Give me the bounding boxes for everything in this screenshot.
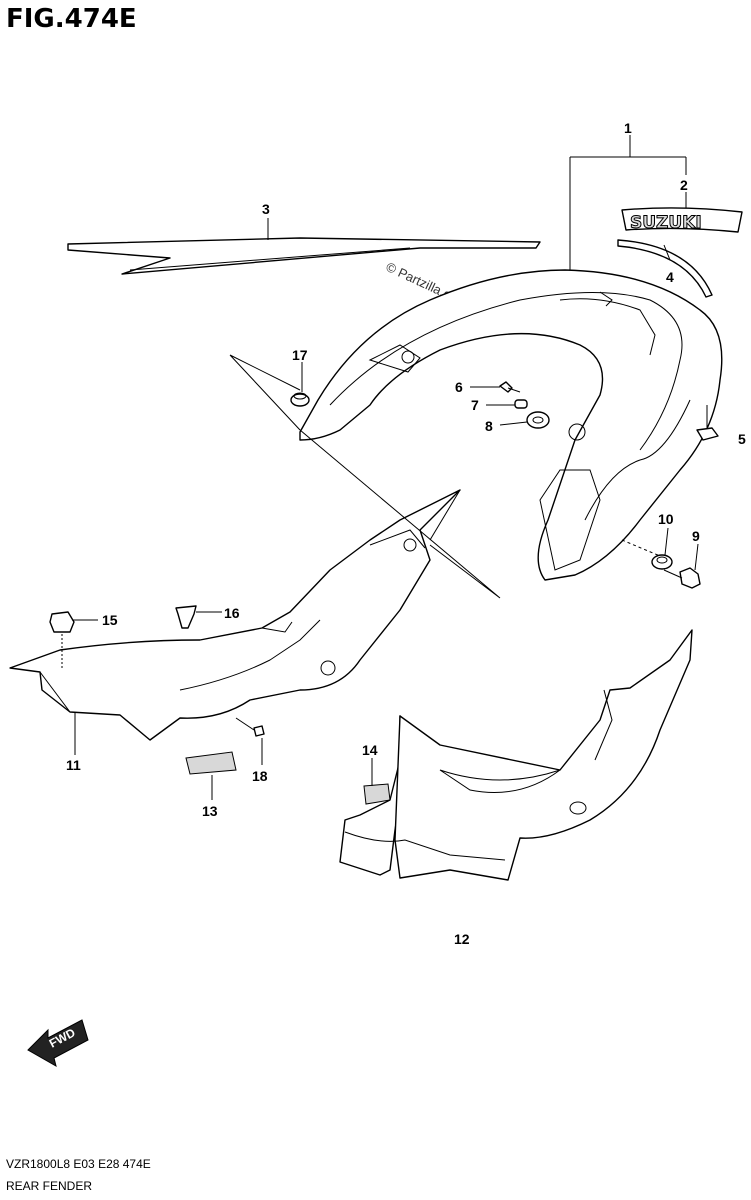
callout-15: 15: [102, 612, 118, 628]
part-15-nut[interactable]: [49, 611, 75, 668]
callout-8: 8: [485, 418, 493, 434]
part-1-rear-fender[interactable]: [299, 269, 723, 581]
part-18-screw[interactable]: [235, 717, 265, 737]
part-4-trim-strip[interactable]: [617, 239, 713, 298]
callout-6: 6: [455, 379, 463, 395]
callout-2: 2: [680, 177, 688, 193]
callout-13: 13: [202, 803, 218, 819]
section-name: REAR FENDER: [6, 1179, 93, 1193]
callout-10: 10: [658, 511, 674, 527]
part-16-rivet[interactable]: [175, 605, 197, 629]
part-5-clip-nut[interactable]: [696, 405, 719, 441]
callout-11: 11: [66, 757, 81, 773]
part-6-bolt[interactable]: [499, 381, 521, 393]
callout-1: 1: [624, 120, 632, 136]
part-11-frame-cover[interactable]: [9, 489, 461, 741]
callout-4: 4: [666, 269, 674, 285]
part-10-cushion[interactable]: [651, 554, 673, 570]
part-17-grommet[interactable]: [290, 392, 310, 407]
part-7-collar[interactable]: [514, 399, 528, 409]
part-12-side-cover[interactable]: [339, 629, 693, 881]
part-3-stripe[interactable]: [67, 237, 541, 275]
figure-title: FIG.474E: [6, 4, 137, 34]
callout-5: 5: [738, 431, 746, 447]
fwd-arrow-icon: FWD: [27, 1019, 89, 1068]
callout-7: 7: [471, 397, 479, 413]
emblem-logo-text: SUZUKI: [630, 213, 702, 233]
part-8-cushion[interactable]: [526, 411, 550, 429]
model-code: VZR1800L8 E03 E28 474E: [6, 1157, 151, 1171]
callout-18: 18: [252, 768, 268, 784]
part-14-pad[interactable]: [363, 783, 391, 805]
callout-17: 17: [292, 347, 308, 363]
callout-12: 12: [454, 931, 470, 947]
callout-9: 9: [692, 528, 700, 544]
callout-16: 16: [224, 605, 240, 621]
part-2-emblem[interactable]: SUZUKI: [621, 207, 743, 234]
part-13-pad[interactable]: [185, 751, 237, 775]
callout-3: 3: [262, 201, 270, 217]
part-9-bolt[interactable]: [663, 567, 701, 589]
callout-14: 14: [362, 742, 378, 758]
